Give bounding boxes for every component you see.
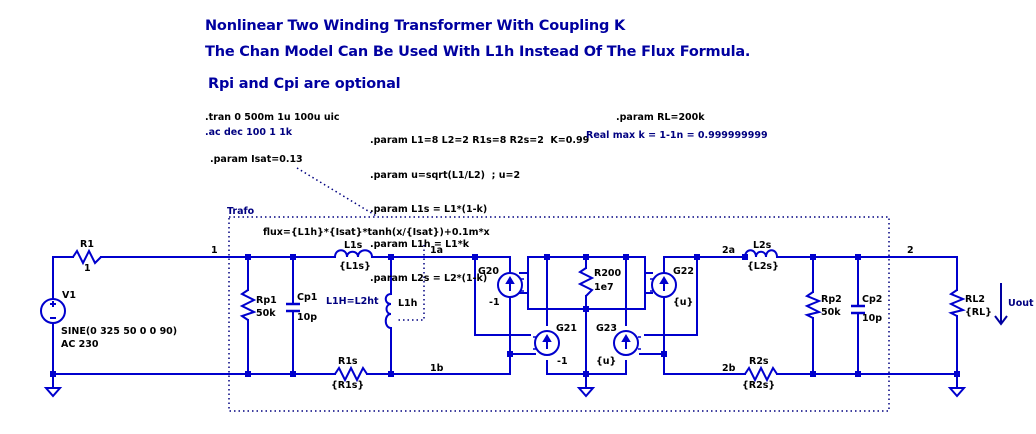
resistor-rp2[interactable] (804, 291, 822, 319)
net-label-1b[interactable]: 1b (430, 363, 444, 374)
r200-name: R200 (594, 268, 622, 279)
capacitor-cp1[interactable] (286, 302, 300, 313)
voltage-source-v1[interactable] (40, 298, 66, 324)
max-k-comment: Real max k = 1-1n = 0.999999999 (586, 130, 768, 141)
vccs-g21[interactable] (533, 330, 560, 356)
param-line: .param L1=8 L2=2 R1s=8 R2s=2 K=0.99 (370, 135, 590, 146)
rp2-value: 50k (821, 307, 841, 318)
uout-arrow-icon (994, 283, 1008, 326)
rp2-name: Rp2 (821, 294, 842, 305)
resistor-rp1[interactable] (239, 289, 257, 321)
r1-name: R1 (80, 239, 94, 250)
r2s-value: {R2s} (742, 380, 776, 391)
net-label-1[interactable]: 1 (211, 245, 218, 256)
inductor-l1s[interactable] (334, 249, 373, 258)
inductor-l1h[interactable] (384, 293, 392, 329)
uout-label: Uout (1008, 298, 1034, 309)
resistor-r1[interactable] (72, 248, 102, 266)
vccs-g22[interactable] (650, 272, 677, 298)
g22-value: {u} (673, 297, 694, 308)
r1-value: 1 (84, 263, 91, 274)
param-directive-block[interactable]: .param L1=8 L2=2 R1s=8 R2s=2 K=0.99 .par… (370, 112, 589, 296)
capacitor-cp2[interactable] (851, 304, 865, 315)
resistor-r200[interactable] (577, 267, 595, 297)
net-label-1a[interactable]: 1a (430, 245, 444, 256)
tran-directive[interactable]: .tran 0 500m 1u 100u uic (205, 112, 340, 123)
r200-value: 1e7 (594, 282, 614, 293)
title-line-3: Rpi and Cpi are optional (208, 76, 401, 92)
g21-name: G21 (556, 323, 578, 334)
vccs-g20[interactable] (497, 272, 524, 298)
net-label-2b[interactable]: 2b (722, 363, 736, 374)
inductor-l2s[interactable] (744, 249, 778, 258)
r1s-name: R1s (338, 356, 358, 367)
rp1-value: 50k (256, 308, 276, 319)
l1s-name: L1s (344, 240, 363, 251)
title-line-2: The Chan Model Can Be Used With L1h Inst… (205, 44, 751, 60)
resistor-rl2[interactable] (948, 289, 966, 317)
cp1-name: Cp1 (297, 292, 318, 303)
l2s-value: {L2s} (747, 261, 779, 272)
cp2-value: 10p (862, 313, 883, 324)
rl-directive[interactable]: .param RL=200k (616, 112, 705, 123)
vccs-g23[interactable] (613, 330, 641, 356)
net-label-2[interactable]: 2 (907, 245, 914, 256)
trafo-label: Trafo (227, 206, 255, 217)
param-line: .param u=sqrt(L1/L2) ; u=2 (370, 169, 521, 181)
ground-icon (576, 387, 596, 398)
param-line: .param L1s = L1*(1-k) (370, 204, 488, 215)
rl2-value: {RL} (965, 307, 992, 318)
rp1-name: Rp1 (256, 295, 277, 306)
g21-value: -1 (557, 356, 568, 367)
g23-name: G23 (596, 323, 618, 334)
resistor-r1s[interactable] (334, 365, 368, 383)
g20-name: G20 (478, 266, 500, 277)
param-line: .param L2s = L2*(1-k) (370, 273, 488, 284)
ground-icon (947, 387, 967, 398)
l1s-value: {L1s} (339, 261, 371, 272)
cp2-name: Cp2 (862, 294, 883, 305)
rl2-name: RL2 (965, 294, 985, 305)
l1h-name: L1h (398, 298, 418, 309)
isat-directive[interactable]: .param Isat=0.13 (210, 154, 303, 165)
r1s-value: {R1s} (331, 380, 365, 391)
flux-expression[interactable]: flux={L1h}*{Isat}*tanh(x/{Isat})+0.1m*x (263, 227, 490, 238)
g20-value: -1 (489, 297, 500, 308)
v1-ac: AC 230 (61, 339, 99, 350)
l2s-name: L2s (753, 240, 772, 251)
ac-directive[interactable]: .ac dec 100 1 1k (205, 127, 293, 138)
v1-value: SINE(0 325 50 0 0 90) (61, 326, 178, 337)
title-line-1: Nonlinear Two Winding Transformer With C… (205, 18, 626, 34)
g23-value: {u} (596, 356, 617, 367)
cp1-value: 10p (297, 312, 318, 323)
v1-name: V1 (62, 290, 76, 301)
trafo-block-border (228, 167, 890, 412)
l1h-note: L1H=L2ht (326, 296, 379, 307)
net-label-2a[interactable]: 2a (722, 245, 736, 256)
r2s-name: R2s (749, 356, 769, 367)
g22-name: G22 (673, 266, 695, 277)
resistor-r2s[interactable] (744, 365, 778, 383)
ground-icon (43, 387, 63, 398)
param-line: .param L1h = L1*k (370, 238, 470, 250)
